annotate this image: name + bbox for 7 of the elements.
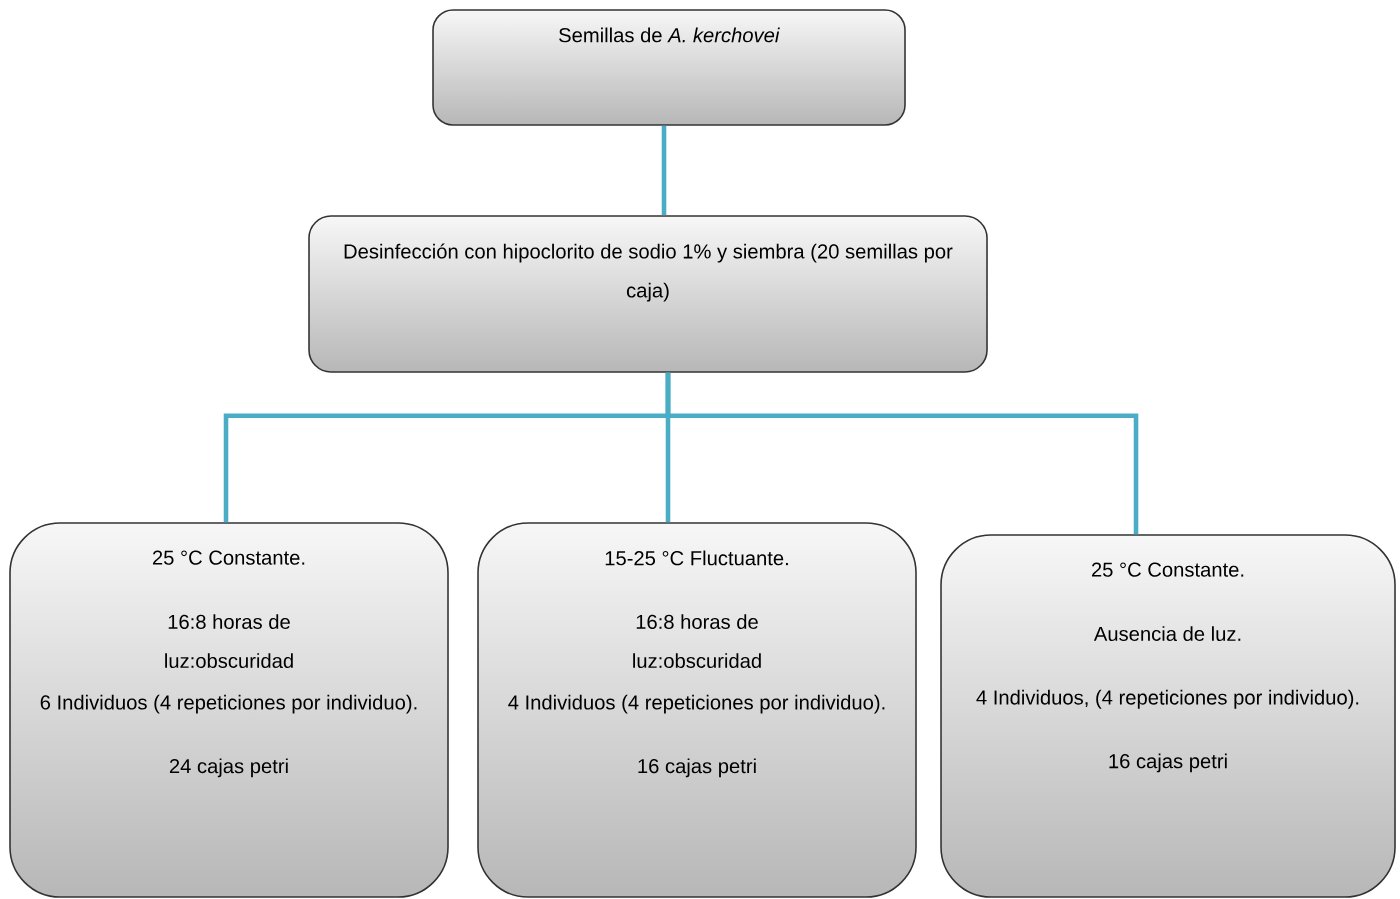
connector-line [665, 372, 1139, 535]
condition-box: 25 °C Constante. Ausencia de luz. 4 Individuos, (4 repeticiones por individuo). 16 cajas petri [940, 534, 1396, 898]
process-box: Desinfección con hipoclorito de sodio 1% y siembra (20 semillas por caja) [308, 215, 988, 373]
process-box: Semillas de A. kerchovei [432, 9, 906, 126]
condition-box: 25 °C Constante. 16:8 horas de luz:obscuridad 6 Individuos (4 repeticiones por individuo). 24 cajas petri [9, 522, 449, 898]
condition-box: 15-25 °C Fluctuante. 16:8 horas de luz:obscuridad 4 Individuos (4 repeticiones por individuo). 16 cajas petri [477, 522, 917, 898]
connector-line [661, 125, 667, 216]
